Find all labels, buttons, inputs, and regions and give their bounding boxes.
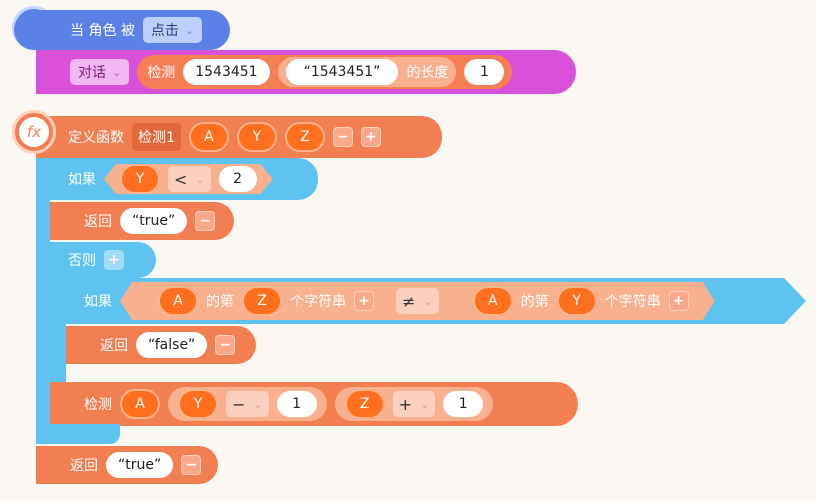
add-param-button[interactable]: + [360,127,381,147]
chevron-down-icon: ⌄ [195,172,205,186]
operator-dropdown[interactable]: ≠ ⌄ [396,288,439,314]
function-hat-circle[interactable]: fx [12,110,56,154]
var-a[interactable]: A [120,389,160,419]
return-value[interactable]: “true” [120,208,188,234]
chevron-down-icon: ⌄ [112,65,122,79]
add-button[interactable]: + [669,291,689,311]
of-label: 的第 [206,294,234,310]
string-length-block[interactable]: “1543451” 的长度 [277,57,457,87]
char-label: 个字符串 [604,294,661,310]
if-block-inner[interactable]: 如果 A 的第 Z 个字符串 + ≠ ⌄ A 的第 Y 个字符串 + [66,278,806,324]
operator-dropdown[interactable]: < ⌄ [168,166,211,192]
add-button[interactable]: + [354,291,374,311]
define-function-label: 定义函数 [68,130,124,146]
function-call-block[interactable]: 检测 1543451 “1543451” 的长度 1 [137,55,513,89]
return-block[interactable]: 返回 “true” − [50,202,234,240]
var-y[interactable]: Y [120,164,160,194]
call-label: 检测 [147,65,176,81]
chevron-down-icon: ⌄ [253,397,263,411]
of-label: 的第 [520,294,549,310]
operator-dropdown[interactable]: − ⌄ [226,391,269,417]
dialog-dropdown[interactable]: 对话 ⌄ [70,59,130,85]
event-dropdown[interactable]: 点击 ⌄ [142,17,203,43]
event-label: 当 角色 被 [70,23,135,39]
var-y[interactable]: Y [557,286,597,316]
event-dropdown-value: 点击 [150,23,179,39]
var-y[interactable]: Y [178,389,218,419]
call-label: 检测 [84,397,112,413]
return-block[interactable]: 返回 “false” − [66,326,256,364]
if-block[interactable]: 如果 Y < ⌄ 2 [50,158,318,200]
return-value[interactable]: “false” [136,332,208,358]
operator-dropdown[interactable]: + ⌄ [392,391,436,417]
char-at-block-right[interactable]: A 的第 Y 个字符串 + [453,286,697,316]
if-else-spine [36,158,50,444]
return-value[interactable]: “true” [106,452,174,478]
remove-button[interactable]: − [215,335,236,355]
operator-value: ≠ [402,291,416,311]
compare-block[interactable]: Y < ⌄ 2 [104,164,273,194]
if-else-end [50,424,120,444]
operator-value: − [232,394,246,414]
operator-value: < [174,169,188,189]
chevron-down-icon: ⌄ [184,23,195,37]
fx-icon: fx [19,117,49,147]
chevron-down-icon: ⌄ [420,397,430,411]
arg-input[interactable]: 1543451 [183,59,270,85]
param-z[interactable]: Z [284,122,325,152]
value-input[interactable]: 1 [443,391,484,417]
return-label: 返回 [100,338,128,354]
char-label: 个字符串 [290,294,346,310]
return-label: 返回 [70,458,98,474]
function-definition-block[interactable]: 定义函数 检测1 A Y Z − + [36,116,442,158]
remove-button[interactable]: − [195,211,216,231]
dialog-block[interactable]: 对话 ⌄ 检测 1543451 “1543451” 的长度 1 [36,50,576,94]
length-label: 的长度 [406,65,449,81]
var-a[interactable]: A [473,286,513,316]
chevron-down-icon: ⌄ [423,294,433,308]
char-at-block-left[interactable]: A 的第 Z 个字符串 + [138,286,382,316]
operator-value: + [398,394,413,414]
function-name[interactable]: 检测1 [132,123,181,151]
return-label: 返回 [84,214,112,230]
recursive-call-block[interactable]: 检测 A Y − ⌄ 1 Z + ⌄ 1 [50,382,578,426]
param-y[interactable]: Y [236,122,277,152]
else-block[interactable]: 否则 + [50,242,156,278]
string-input[interactable]: “1543451” [285,59,399,85]
else-label: 否则 [68,253,96,269]
compare-block[interactable]: A 的第 Z 个字符串 + ≠ ⌄ A 的第 Y 个字符串 + [120,282,715,320]
var-z[interactable]: Z [242,286,282,316]
var-z[interactable]: Z [344,389,385,419]
event-block[interactable]: 当 角色 被 点击 ⌄ [14,10,230,50]
remove-button[interactable]: − [181,455,202,475]
param-a[interactable]: A [188,122,229,152]
value-input[interactable]: 1 [276,391,317,417]
arg-input[interactable]: 1 [464,59,505,85]
if-label: 如果 [84,294,112,310]
value-input[interactable]: 2 [219,166,257,192]
dialog-dropdown-value: 对话 [78,65,106,81]
math-block-plus[interactable]: Z + ⌄ 1 [334,387,494,421]
remove-param-button[interactable]: − [332,127,353,147]
return-block[interactable]: 返回 “true” − [36,446,218,484]
if-label: 如果 [68,172,96,188]
math-block-minus[interactable]: Y − ⌄ 1 [168,387,327,421]
add-else-button[interactable]: + [104,250,124,270]
var-a[interactable]: A [158,286,198,316]
